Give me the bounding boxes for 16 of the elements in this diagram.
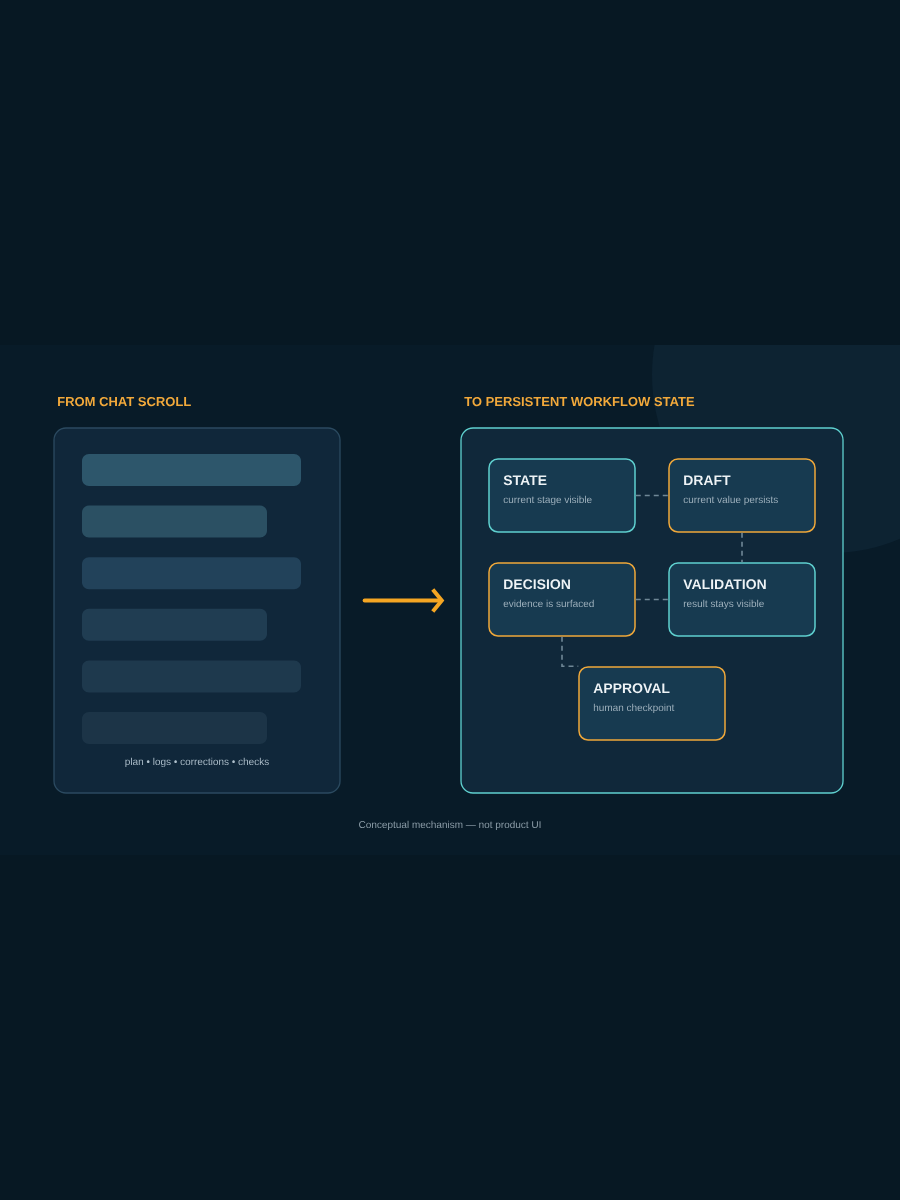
state-box: STATE current stage visible: [488, 458, 636, 533]
connector-line: [634, 494, 670, 497]
message-bar: [82, 454, 301, 486]
message-bar: [82, 505, 267, 538]
arrow: [362, 588, 445, 613]
connector-line: [634, 598, 670, 601]
message-bar: [82, 608, 267, 641]
section-heading: FROM CHAT SCROLL: [58, 396, 191, 407]
decision-box: DECISION evidence is surfaced: [488, 562, 636, 637]
section-heading: TO PERSISTENT WORKFLOW STATE: [464, 396, 695, 407]
connector-line: [741, 531, 743, 564]
caption: Conceptual mechanism — not product UI: [359, 820, 541, 831]
approval-box: APPROVAL human checkpoint: [578, 666, 726, 741]
message-bar: [82, 557, 301, 590]
draft-box: DRAFT current value persists: [668, 458, 816, 533]
validation-box: VALIDATION result stays visible: [668, 562, 816, 637]
